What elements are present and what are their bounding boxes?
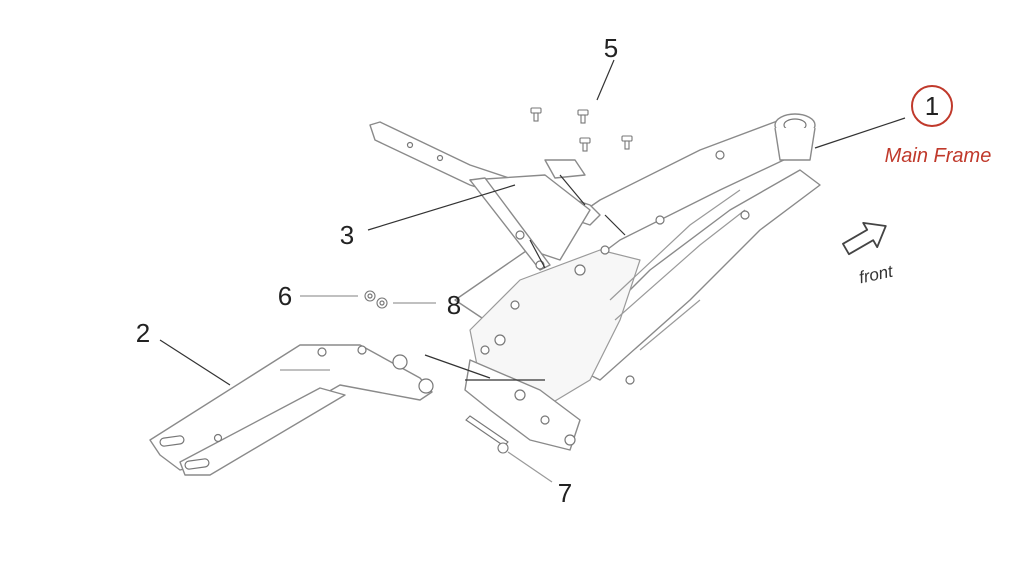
callout-7: 7 — [558, 478, 572, 508]
axle-bolt-part — [465, 415, 509, 454]
washer-part — [376, 297, 388, 309]
callout-1-circle — [911, 85, 953, 127]
callout-2: 2 — [136, 318, 150, 348]
callout-3: 3 — [340, 220, 354, 250]
leader-lines — [159, 59, 906, 483]
callout-6: 6 — [278, 281, 292, 311]
main-frame-label: Main Frame — [885, 145, 992, 167]
nut-part — [364, 290, 376, 302]
front-arrow-icon — [842, 221, 887, 256]
callout-1: 1 — [925, 91, 939, 121]
swing-arm-part — [149, 344, 434, 476]
sub-frame-part — [369, 121, 610, 276]
main-frame-part — [454, 113, 821, 451]
callout-5: 5 — [604, 33, 618, 63]
callout-1-badge: 1 — [911, 85, 953, 127]
bolts-part — [530, 107, 633, 152]
callout-8: 8 — [447, 290, 461, 320]
front-label: front — [857, 261, 895, 287]
